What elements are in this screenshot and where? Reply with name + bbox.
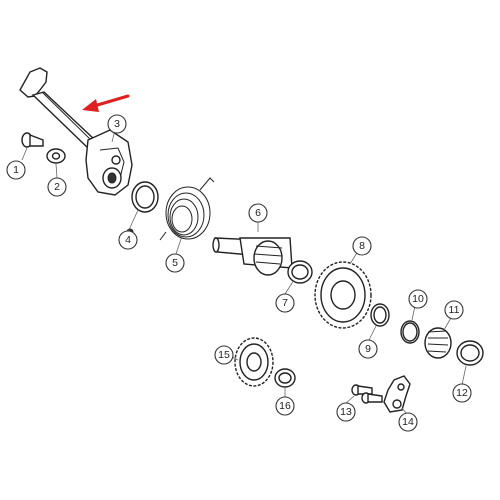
callout-2: 2 <box>47 177 67 197</box>
part-snap-ring <box>456 340 484 366</box>
part-needle-bearing <box>424 327 452 359</box>
callout-12: 12 <box>452 383 472 403</box>
callout-6: 6 <box>248 203 268 223</box>
callout-3: 3 <box>107 114 127 134</box>
callout-11-label: 11 <box>449 304 460 316</box>
part-small-bushing <box>274 368 296 388</box>
part-kick-shaft <box>212 237 293 276</box>
callout-10-label: 10 <box>412 293 424 305</box>
callout-3-label: 3 <box>114 118 120 130</box>
part-seal-ring <box>126 181 159 236</box>
part-kick-lever <box>19 67 133 196</box>
callout-15-label: 15 <box>218 349 230 361</box>
callout-2-label: 2 <box>54 181 60 193</box>
callout-4-label: 4 <box>125 234 131 246</box>
callout-1-label: 1 <box>13 164 19 176</box>
callout-4: 4 <box>118 230 138 250</box>
part-screws <box>351 384 383 404</box>
part-thrust-washer <box>370 303 390 327</box>
part-washer <box>46 148 66 164</box>
part-spring <box>159 177 215 241</box>
callout-8: 8 <box>352 236 372 256</box>
callout-6-label: 6 <box>255 207 261 219</box>
callout-13: 13 <box>336 402 356 422</box>
callout-9-label: 9 <box>365 343 371 355</box>
part-thin-ring <box>400 320 420 344</box>
callout-1: 1 <box>6 160 26 180</box>
callout-8-label: 8 <box>359 240 365 252</box>
callout-7: 7 <box>275 293 295 313</box>
leader-lines <box>21 129 467 414</box>
callout-5-label: 5 <box>172 257 178 269</box>
callout-14: 14 <box>398 412 418 432</box>
callout-9: 9 <box>358 339 378 359</box>
highlight-arrow <box>82 94 130 112</box>
part-small-gear <box>234 337 274 387</box>
part-bolt <box>21 132 44 148</box>
callouts: 1 2 3 4 5 6 7 8 9 10 11 12 13 14 15 16 <box>6 114 472 432</box>
callout-11: 11 <box>444 300 464 320</box>
part-bushing <box>287 260 313 284</box>
callout-12-label: 12 <box>456 387 468 399</box>
callout-16: 16 <box>275 396 295 416</box>
callout-10: 10 <box>408 289 428 309</box>
callout-14-label: 14 <box>402 416 414 428</box>
callout-13-label: 13 <box>340 406 352 418</box>
callout-7-label: 7 <box>282 297 288 309</box>
part-large-gear <box>314 261 372 329</box>
callout-15: 15 <box>214 345 234 365</box>
callout-16-label: 16 <box>279 400 291 412</box>
callout-5: 5 <box>165 253 185 273</box>
part-stopper-plate <box>383 375 411 413</box>
